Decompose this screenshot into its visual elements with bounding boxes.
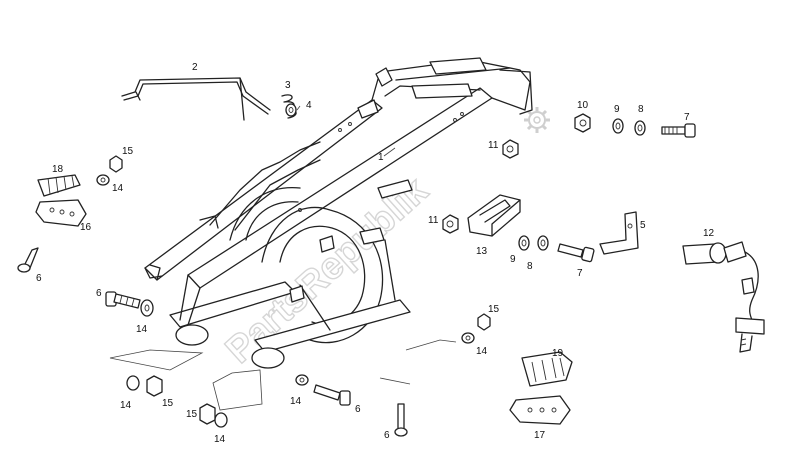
label-8-lower: 8 xyxy=(527,261,533,272)
lower-left-hardware-group xyxy=(109,349,263,428)
part-12-ignition-lock xyxy=(682,241,765,353)
label-6-mid: 6 xyxy=(96,288,102,299)
gear-icon xyxy=(524,107,550,133)
part-number-labels: 1 2 3 4 5 6 6 6 6 7 7 8 8 9 9 10 11 11 1… xyxy=(36,62,715,445)
label-6-lower: 6 xyxy=(355,404,361,415)
label-3: 3 xyxy=(285,80,291,91)
label-14-lower-center: 14 xyxy=(214,434,226,445)
label-15-left: 15 xyxy=(122,146,134,157)
part-19-footrest-rubber-right xyxy=(521,351,573,387)
part-6-bolt-left xyxy=(17,247,39,273)
part-13-bracket xyxy=(467,194,521,237)
label-15-lower-left: 15 xyxy=(162,398,174,409)
part-9-washer-a xyxy=(612,118,624,134)
label-14-mid: 14 xyxy=(136,324,148,335)
label-14-lower-left: 14 xyxy=(120,400,132,411)
label-13: 13 xyxy=(476,246,488,257)
part-14-washer-left xyxy=(96,174,110,186)
part-4-washer xyxy=(285,103,297,117)
part-8-lockwasher-b xyxy=(537,235,549,251)
label-14-right: 14 xyxy=(476,346,488,357)
label-11-lower: 11 xyxy=(428,215,439,226)
part-15-nut-left xyxy=(109,155,123,173)
part-6-bolt-mid xyxy=(105,291,141,309)
label-15-right: 15 xyxy=(488,304,500,315)
label-18: 18 xyxy=(52,164,64,175)
label-9-upper: 9 xyxy=(614,104,620,115)
part-5-l-bracket xyxy=(599,211,639,255)
label-7-lower: 7 xyxy=(577,268,583,279)
label-6-vertical: 6 xyxy=(384,430,390,441)
part-10-nut xyxy=(574,113,591,133)
part-11-nut-a xyxy=(502,139,519,159)
part-14-washer-lower xyxy=(295,374,309,386)
label-9-lower: 9 xyxy=(510,254,516,265)
part-17-footrest-right xyxy=(509,395,571,425)
main-frame xyxy=(144,57,533,369)
part-14-washer-mid xyxy=(140,299,154,317)
label-6-left: 6 xyxy=(36,273,42,284)
part-9-washer-b xyxy=(518,235,530,251)
label-17: 17 xyxy=(534,430,546,441)
leader-lines xyxy=(296,105,396,157)
part-2-handle xyxy=(121,77,271,121)
label-14-left: 14 xyxy=(112,183,124,194)
label-10: 10 xyxy=(577,100,589,111)
label-4: 4 xyxy=(306,100,312,111)
label-16: 16 xyxy=(80,222,92,233)
part-18-footrest-rubber-left xyxy=(37,174,81,197)
label-7-upper: 7 xyxy=(684,112,690,123)
part-7-bolt-a xyxy=(661,123,696,138)
label-12: 12 xyxy=(703,228,715,239)
part-15-nut-right xyxy=(477,313,491,331)
label-1: 1 xyxy=(378,152,384,163)
part-7-bolt-b xyxy=(557,243,595,263)
part-8-lockwasher-a xyxy=(634,120,646,136)
label-14-bottom: 14 xyxy=(290,396,302,407)
leader-lower-bracket xyxy=(379,377,411,385)
part-6-bolt-lower xyxy=(313,384,351,406)
label-8-upper: 8 xyxy=(638,104,644,115)
leader-right-bracket xyxy=(405,339,457,351)
label-15-lower-center: 15 xyxy=(186,409,198,420)
part-6-bolt-vertical xyxy=(394,403,408,437)
part-11-nut-b xyxy=(442,214,459,234)
part-16-footrest-left xyxy=(35,199,87,227)
label-11-upper: 11 xyxy=(488,140,499,151)
part-14-washer-right xyxy=(461,332,475,344)
label-5: 5 xyxy=(640,220,646,231)
label-2: 2 xyxy=(192,62,198,73)
label-19: 19 xyxy=(552,348,564,359)
